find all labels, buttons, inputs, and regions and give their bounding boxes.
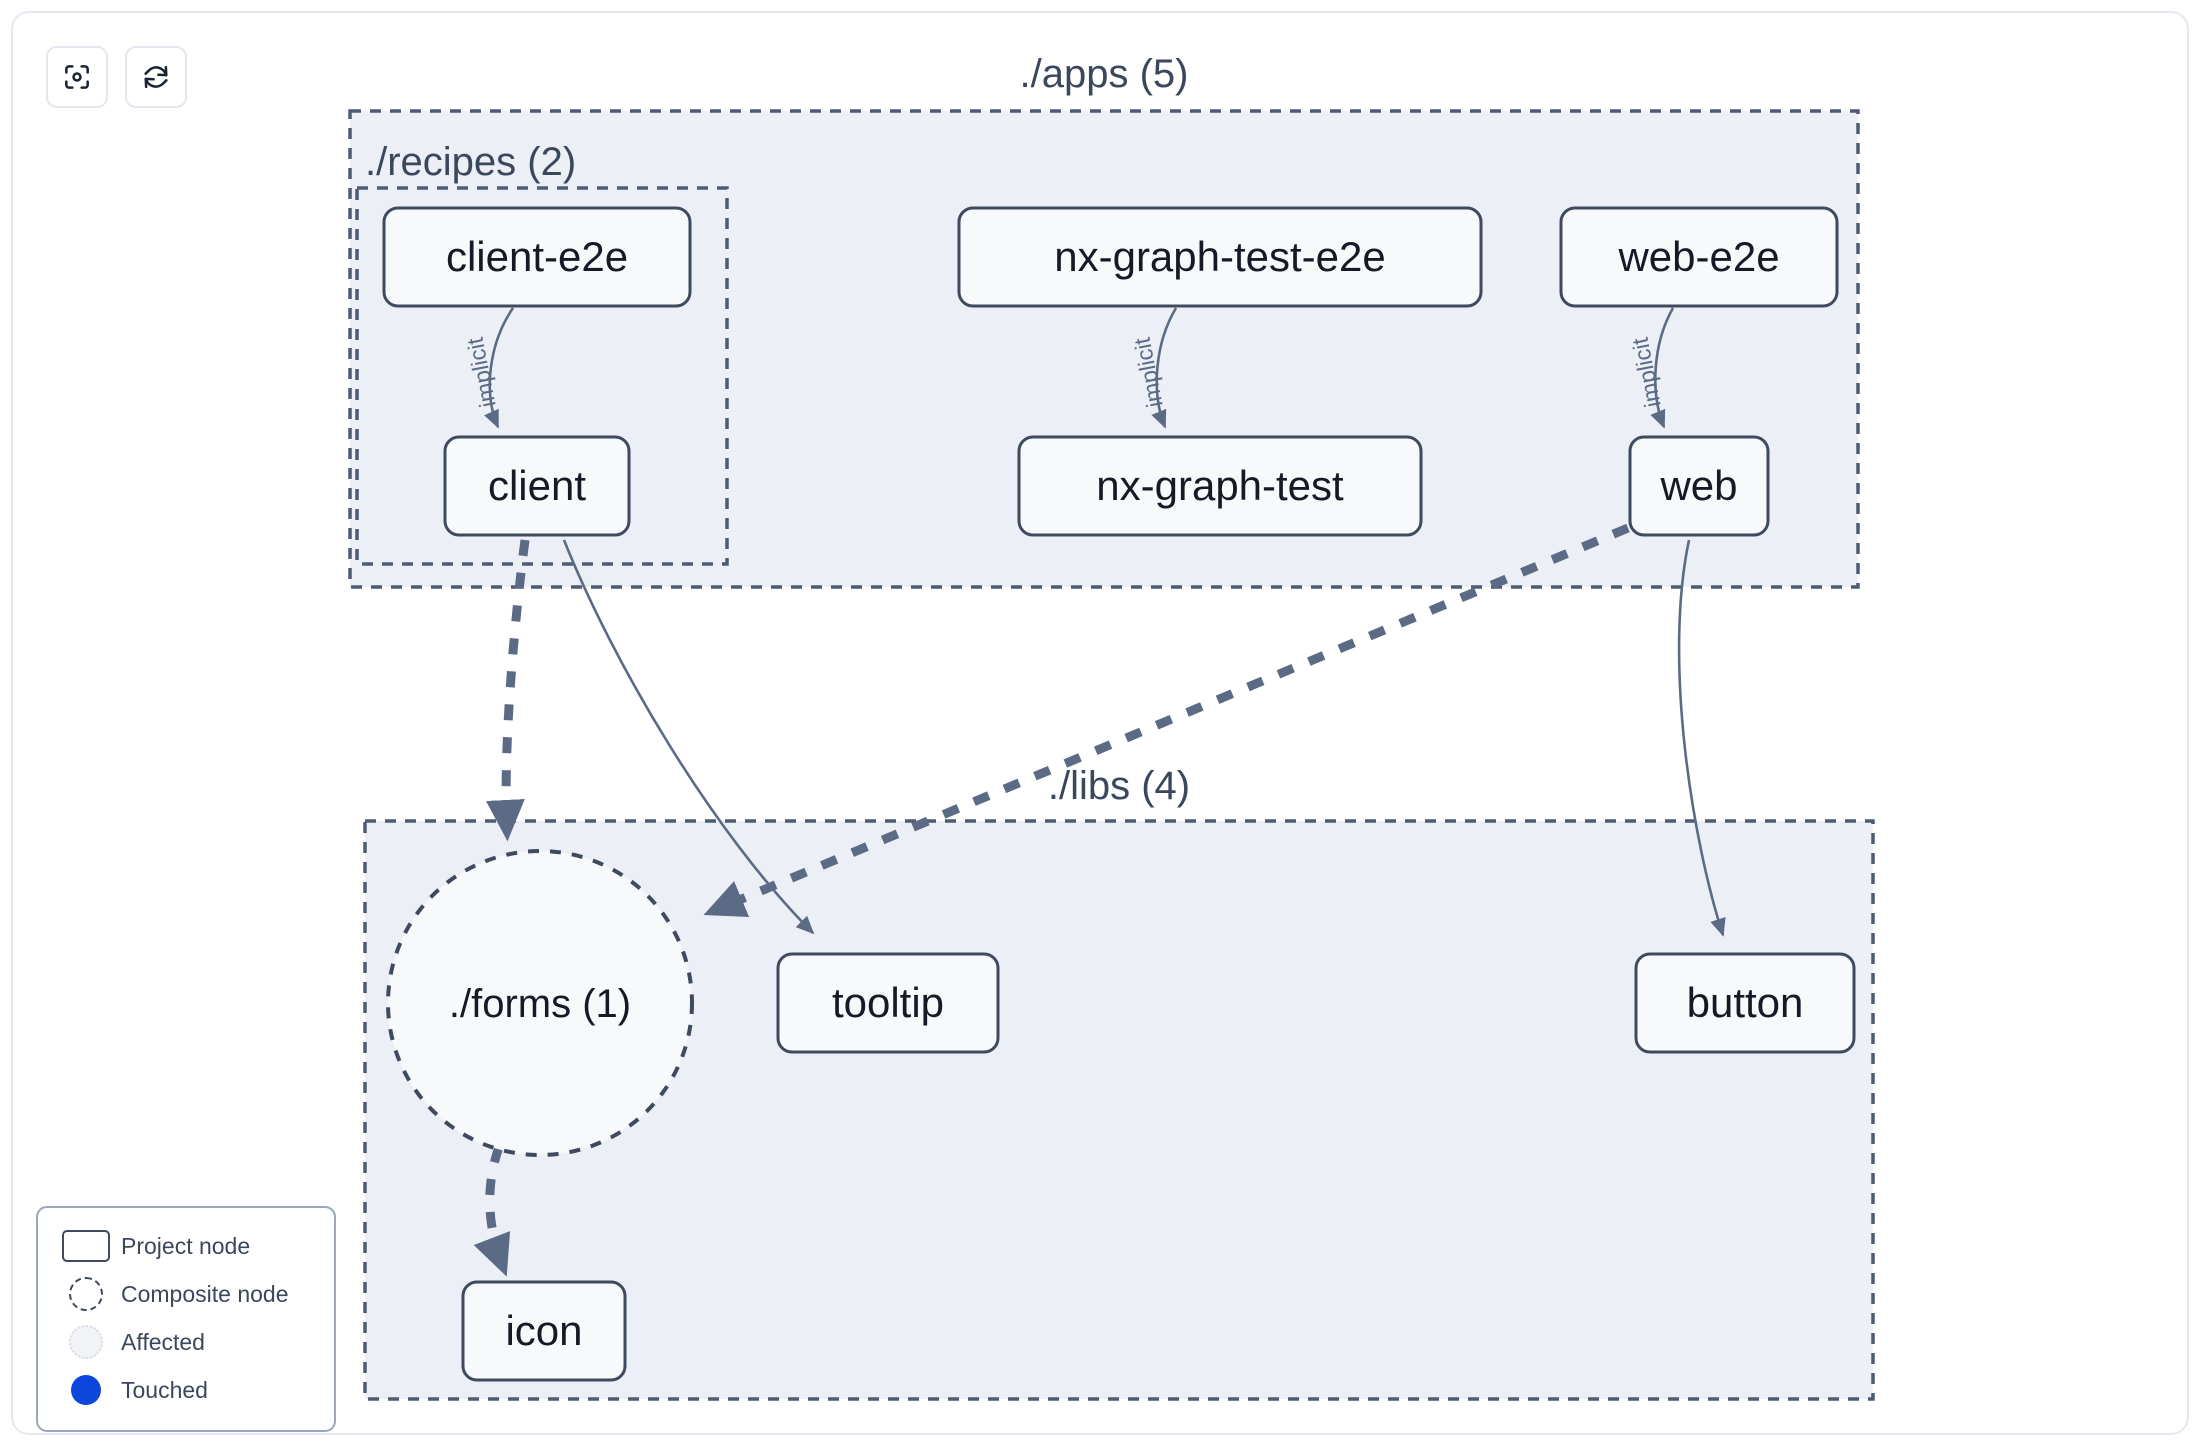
group-recipes-label: ./recipes (2) — [365, 140, 576, 184]
node-web-e2e-shape[interactable] — [1559, 206, 1839, 308]
node-nx-graph-test-e2e-label: nx-graph-test-e2e — [1054, 233, 1386, 280]
legend-label-touched: Touched — [121, 1376, 208, 1403]
group-libs-label: ./libs (4) — [1048, 764, 1190, 808]
legend-label-composite-node: Composite node — [121, 1280, 289, 1307]
node-web-e2e-label: web-e2e — [1617, 233, 1779, 280]
node-nx-graph-test-e2e-shape[interactable] — [957, 206, 1483, 308]
node-icon[interactable]: icon — [461, 1280, 627, 1382]
composite-node-swatch — [55, 1277, 117, 1311]
legend-item-touched: Touched — [55, 1366, 317, 1414]
legend-label-affected: Affected — [121, 1328, 205, 1355]
edge-client-to-forms-path[interactable] — [485, 539, 530, 842]
edge-web-e2e-to-web-path[interactable] — [1650, 307, 1675, 429]
edge-web-to-forms[interactable] — [703, 523, 1630, 917]
node-forms[interactable]: ./forms (1) — [386, 849, 694, 1157]
focus-graph-button[interactable] — [46, 46, 108, 108]
node-web-e2e[interactable]: web-e2e — [1559, 206, 1839, 308]
edge-client-e2e-to-client-path[interactable] — [484, 307, 515, 429]
node-client-e2e-label: client-e2e — [446, 233, 628, 280]
focus-target-icon — [61, 61, 93, 93]
node-nx-graph-test-e2e[interactable]: nx-graph-test-e2e — [957, 206, 1483, 308]
refresh-graph-button[interactable] — [125, 46, 187, 108]
graph-canvas[interactable]: ./apps (5) ./recipes (2) ./libs (4) — [13, 13, 2189, 1435]
node-tooltip-label: tooltip — [832, 979, 944, 1026]
node-client-e2e-shape[interactable] — [382, 206, 692, 308]
legend-label-project-node: Project node — [121, 1232, 251, 1259]
affected-swatch — [55, 1325, 117, 1359]
edge-client-to-forms[interactable] — [485, 539, 530, 842]
node-nx-graph-test-label: nx-graph-test — [1096, 462, 1344, 509]
group-apps-label: ./apps (5) — [1020, 52, 1189, 96]
edge-nx-graph-test-path[interactable] — [1151, 307, 1178, 429]
graph-panel: ./apps (5) ./recipes (2) ./libs (4) — [11, 11, 2189, 1435]
project-node-swatch — [55, 1230, 117, 1262]
graph-toolbar — [46, 46, 187, 108]
edge-client-to-tooltip[interactable] — [562, 539, 815, 935]
node-tooltip[interactable]: tooltip — [776, 952, 1000, 1054]
edge-web-to-forms-path[interactable] — [703, 523, 1630, 917]
node-client-shape[interactable] — [443, 435, 631, 537]
refresh-icon — [140, 61, 172, 93]
edge-web-to-button[interactable] — [1677, 539, 1726, 937]
edge-web-to-button-path[interactable] — [1677, 539, 1726, 937]
edge-forms-to-icon-path[interactable] — [473, 1145, 511, 1277]
node-button-label: button — [1687, 979, 1804, 1026]
legend-item-composite-node: Composite node — [55, 1270, 317, 1318]
node-icon-shape[interactable] — [461, 1280, 627, 1382]
node-web[interactable]: web — [1628, 435, 1770, 537]
node-tooltip-shape[interactable] — [776, 952, 1000, 1054]
legend-item-affected: Affected — [55, 1318, 317, 1366]
legend-item-project-node: Project node — [55, 1222, 317, 1270]
node-web-label: web — [1659, 462, 1737, 509]
edge-forms-to-icon[interactable] — [473, 1145, 511, 1277]
node-button[interactable]: button — [1634, 952, 1856, 1054]
node-nx-graph-test[interactable]: nx-graph-test — [1017, 435, 1423, 537]
node-client[interactable]: client — [443, 435, 631, 537]
node-nx-graph-test-shape[interactable] — [1017, 435, 1423, 537]
node-forms-label: ./forms (1) — [449, 982, 631, 1026]
node-web-shape[interactable] — [1628, 435, 1770, 537]
edge-client-to-tooltip-path[interactable] — [562, 539, 815, 935]
node-icon-label: icon — [505, 1307, 582, 1354]
graph-legend: Project node Composite node Affected Tou… — [36, 1206, 336, 1432]
node-button-shape[interactable] — [1634, 952, 1856, 1054]
node-client-e2e[interactable]: client-e2e — [382, 206, 692, 308]
node-client-label: client — [488, 462, 586, 509]
node-forms-shape[interactable] — [386, 849, 694, 1157]
touched-swatch — [55, 1375, 117, 1405]
